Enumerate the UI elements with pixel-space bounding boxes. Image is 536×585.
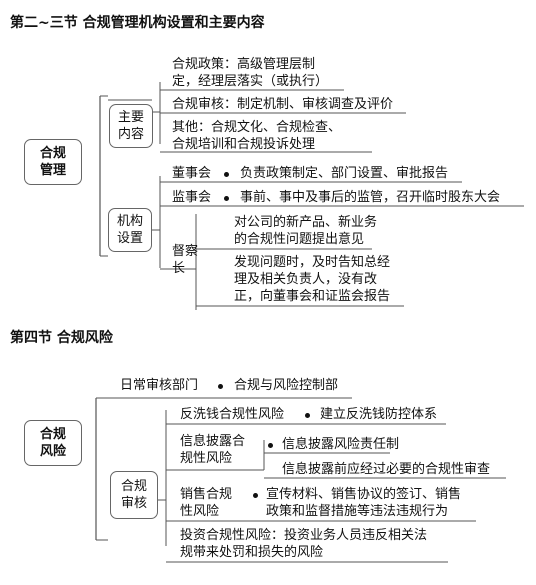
root-node-compliance-management: 合规 管理 <box>24 139 82 185</box>
bullet-dot <box>268 443 273 448</box>
root-node-label: 合规 管理 <box>39 146 66 178</box>
board-text: 负责政策制定、部门设置、审批报告 <box>240 166 449 181</box>
sales-text: 宣传材料、销售协议的签订、销售 政策和监督措施等违法违规行为 <box>266 487 462 519</box>
item-compliance-review: 合规审核：制定机制、审核调查及评价 <box>172 97 394 112</box>
root-node-risk-label: 合规 风险 <box>39 427 66 459</box>
board-label: 董事会 <box>172 166 212 181</box>
org-setup-label: 机构 设置 <box>116 214 143 246</box>
item-others: 其他：合规文化、合规检查、 合规培训和合规投诉处理 <box>172 120 342 152</box>
main-content-label: 主要 内容 <box>117 110 144 142</box>
supervisors-text: 事前、事中及事后的监管，召开临时股东大会 <box>240 190 501 205</box>
compliance-review-label: 合规 审核 <box>120 479 147 511</box>
disclosure-label: 信息披露合 规性风险 <box>180 434 246 466</box>
daily-review-text: 合规与风险控制部 <box>234 378 339 393</box>
bullet-dot <box>218 384 223 389</box>
aml-text: 建立反洗钱防控体系 <box>320 407 438 422</box>
inspector-text-1: 对公司的新产品、新业务 的合规性问题提出意见 <box>234 215 378 247</box>
inspector-text-2: 发现问题时，及时告知总经 理及相关负责人，没有改 正，向董事会和证监会报告 <box>234 255 391 304</box>
root-node-compliance-risk: 合规 风险 <box>24 420 82 466</box>
bullet-dot <box>253 493 258 498</box>
investment-risk-text: 投资合规性风险：投资业务人员违反相关法 规带来处罚和损失的风险 <box>180 528 428 560</box>
supervisors-label: 监事会 <box>172 190 212 205</box>
disclosure-text-2: 信息披露前应经过必要的合规性审查 <box>282 462 491 477</box>
bullet-dot <box>305 413 310 418</box>
section2-title: 第四节 合规风险 <box>10 330 113 346</box>
sales-label: 销售合规 性风险 <box>180 487 233 519</box>
node-main-content: 主要 内容 <box>109 104 153 148</box>
aml-label: 反洗钱合规性风险 <box>180 407 285 422</box>
bullet-dot <box>224 172 229 177</box>
daily-review-label: 日常审核部门 <box>120 378 199 393</box>
section1-title: 第二~三节 合规管理机构设置和主要内容 <box>10 15 265 31</box>
item-compliance-policy: 合规政策：高级管理层制 定，经理层落实（或执行） <box>172 57 329 89</box>
disclosure-text-1: 信息披露风险责任制 <box>282 437 400 452</box>
node-org-setup: 机构 设置 <box>108 208 152 252</box>
node-compliance-review: 合规 审核 <box>110 471 158 519</box>
bullet-dot <box>224 196 229 201</box>
inspector-label: 督察 长 <box>172 244 199 276</box>
